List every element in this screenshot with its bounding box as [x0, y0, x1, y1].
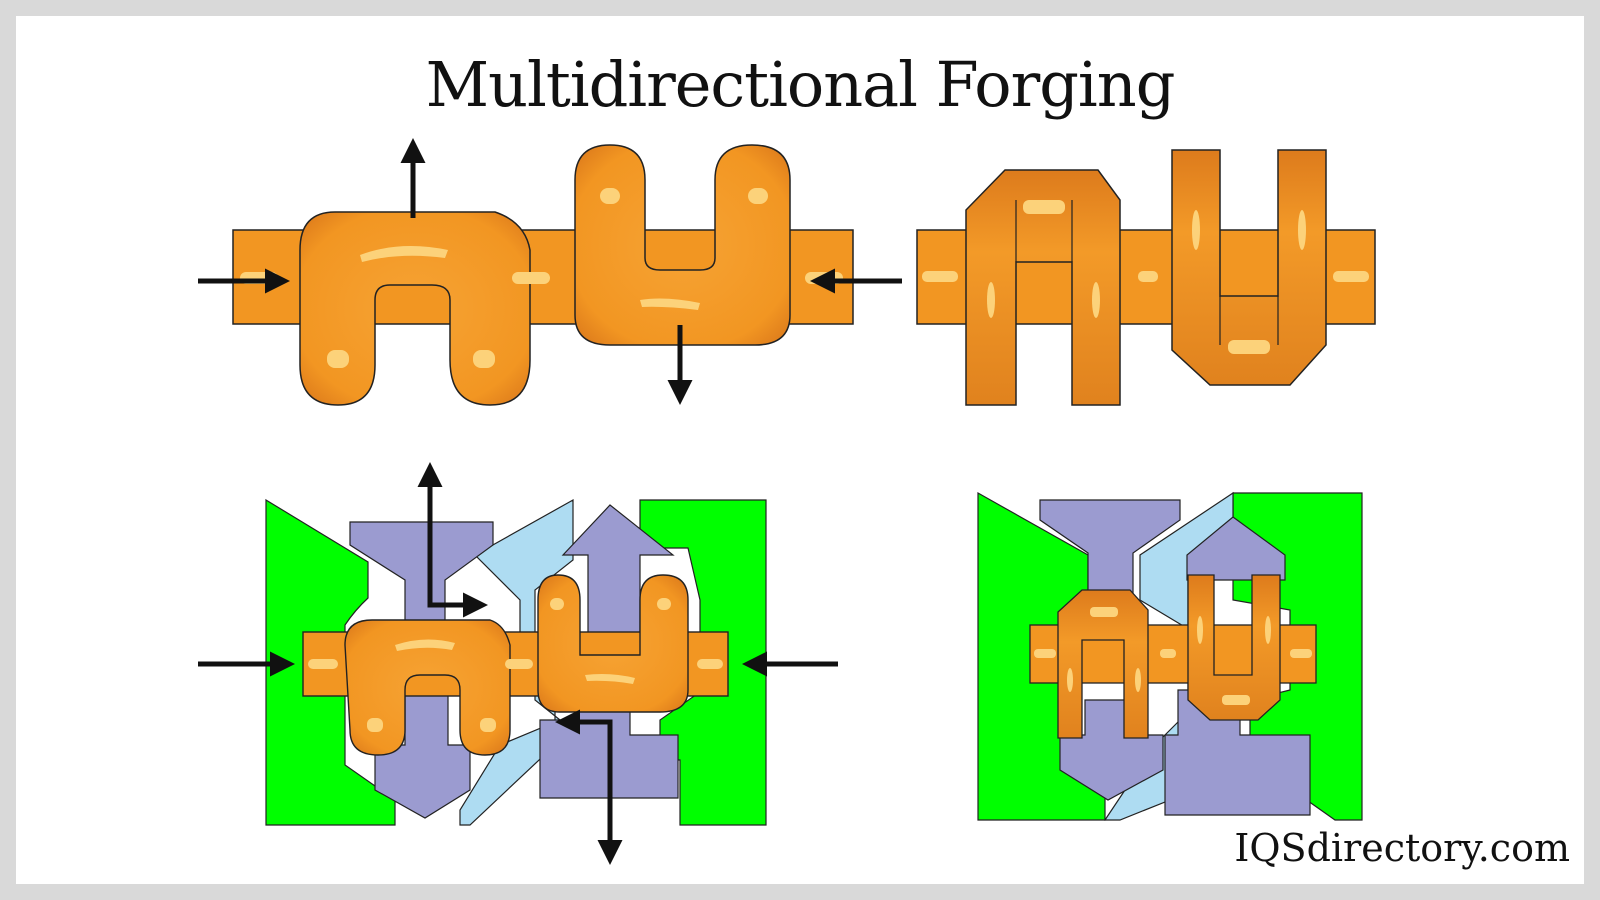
top-left-workpiece [232, 144, 854, 406]
flow-arrow-upper [417, 462, 488, 618]
brand-watermark: IQSdirectory.com [1234, 826, 1570, 870]
flow-arrow-lower [555, 709, 623, 865]
bottom-left-die-assembly [265, 498, 767, 826]
punch-upper-right [1186, 516, 1286, 581]
punch-upper-left [349, 521, 494, 626]
diagram-title: Multidirectional Forging [425, 48, 1176, 121]
top-right-workpiece [916, 149, 1376, 406]
top-left-arrows [198, 138, 902, 405]
bottom-right-die-assembly [977, 491, 1363, 821]
bottom-left-arrows [198, 462, 838, 865]
